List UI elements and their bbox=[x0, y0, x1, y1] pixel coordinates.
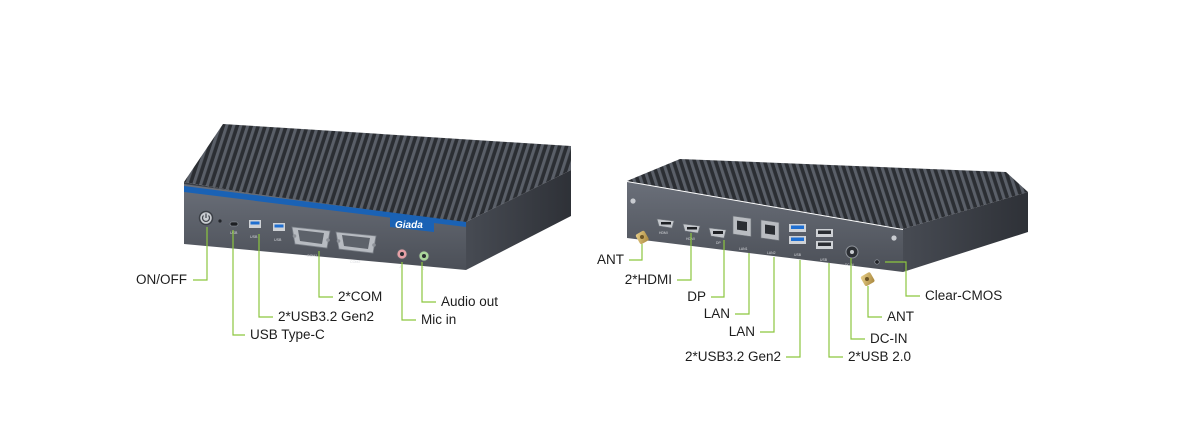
silk-usb-c: USB bbox=[230, 231, 238, 235]
leader-ant-right bbox=[867, 286, 882, 318]
leader-dc-in bbox=[850, 258, 865, 340]
silk-usb2: USB bbox=[820, 258, 828, 262]
label-clear-cmos: Clear-CMOS bbox=[925, 288, 1003, 303]
leader-usb-type-c bbox=[232, 230, 245, 336]
silk-usb-b: USB bbox=[274, 238, 282, 242]
rear-leader-lines bbox=[629, 233, 920, 358]
silk-usb3: USB bbox=[794, 253, 802, 257]
label-ant-left: ANT bbox=[597, 252, 624, 267]
hdmi-port-2[interactable] bbox=[682, 223, 701, 234]
leader-lan-2 bbox=[760, 257, 775, 333]
silk-hdmi-2: HDMI bbox=[686, 237, 695, 241]
antenna-connector-right[interactable] bbox=[860, 272, 875, 287]
mic-in-jack[interactable] bbox=[396, 248, 408, 260]
lan-port-2[interactable] bbox=[760, 219, 780, 241]
label-hdmi: 2*HDMI bbox=[624, 272, 672, 287]
rear-screw-left bbox=[630, 198, 636, 204]
leader-clear-cmos bbox=[885, 261, 920, 297]
silk-usb-a: USB bbox=[250, 235, 258, 239]
leader-usb32-rear bbox=[786, 260, 801, 358]
leader-usb20-rear bbox=[828, 263, 843, 358]
lan-port-1[interactable] bbox=[732, 215, 752, 237]
power-button[interactable] bbox=[198, 210, 214, 226]
brand-badge bbox=[390, 213, 434, 232]
label-lan-2: LAN bbox=[728, 324, 755, 339]
leader-audio-out bbox=[421, 262, 436, 303]
silk-dp: DP bbox=[716, 241, 721, 245]
mic-icon: ♪ bbox=[399, 264, 402, 270]
label-audio-out: Audio out bbox=[441, 294, 499, 309]
silk-com2: COM2 bbox=[350, 260, 360, 264]
com-port-2[interactable] bbox=[335, 231, 377, 254]
label-on-off: ON/OFF bbox=[136, 272, 187, 287]
brand-logo: Giada bbox=[395, 220, 423, 231]
silk-lan2: LAN2 bbox=[767, 251, 776, 255]
led-indicator bbox=[218, 219, 222, 223]
clear-cmos-button[interactable] bbox=[874, 259, 880, 265]
displayport[interactable] bbox=[708, 227, 727, 239]
leader-mic-in bbox=[401, 262, 416, 321]
hdmi-port-1[interactable] bbox=[656, 218, 675, 229]
label-usb32-gen2-rear: 2*USB3.2 Gen2 bbox=[684, 349, 781, 364]
audio-out-jack[interactable] bbox=[418, 250, 430, 262]
leader-ant-left bbox=[629, 244, 643, 261]
label-dp: DP bbox=[687, 289, 706, 304]
rear-device: HDMI HDMI DP LAN1 LAN2 USB bbox=[627, 159, 1028, 287]
label-com: 2*COM bbox=[338, 289, 383, 304]
rear-chassis-side bbox=[903, 192, 1028, 272]
front-leader-lines bbox=[193, 227, 436, 336]
com-port-1[interactable] bbox=[291, 226, 331, 249]
label-ant-right: ANT bbox=[887, 309, 914, 324]
label-usb20: 2*USB 2.0 bbox=[848, 349, 912, 364]
silk-lan1: LAN1 bbox=[739, 247, 748, 251]
usb-type-c-port[interactable] bbox=[229, 221, 239, 227]
rear-heatsink-fins bbox=[627, 159, 1028, 229]
leader-dp bbox=[711, 240, 725, 298]
headphone-icon: ♫ bbox=[421, 266, 425, 272]
label-dc-in: DC-IN bbox=[870, 331, 908, 346]
dc-in-jack[interactable] bbox=[845, 245, 859, 259]
label-mic-in: Mic in bbox=[421, 312, 457, 327]
usb32-stack-rear[interactable] bbox=[789, 224, 806, 244]
leader-usb32 bbox=[258, 234, 273, 318]
label-usb32-gen2-front: 2*USB3.2 Gen2 bbox=[278, 309, 375, 324]
front-chassis-face bbox=[184, 184, 466, 270]
silk-hdmi-1: HDMI bbox=[659, 231, 668, 235]
front-chassis-side bbox=[466, 170, 571, 270]
label-usb-type-c: USB Type-C bbox=[250, 327, 325, 342]
usb32-port-1[interactable] bbox=[249, 220, 261, 228]
antenna-connector-left[interactable] bbox=[635, 230, 649, 245]
leader-com bbox=[318, 251, 333, 298]
silk-com1: COM1 bbox=[307, 254, 317, 258]
rear-screw-right bbox=[891, 235, 897, 241]
silk-dc: DC IN bbox=[845, 263, 854, 267]
leader-on-off bbox=[193, 227, 208, 281]
label-lan-1: LAN bbox=[703, 306, 730, 321]
usb20-stack-rear[interactable] bbox=[816, 229, 833, 249]
leader-hdmi bbox=[677, 233, 692, 281]
front-device: Giada USB USB USB COM1 bbox=[184, 124, 571, 272]
usb32-port-2[interactable] bbox=[273, 223, 285, 231]
leader-lan-1 bbox=[735, 253, 750, 315]
